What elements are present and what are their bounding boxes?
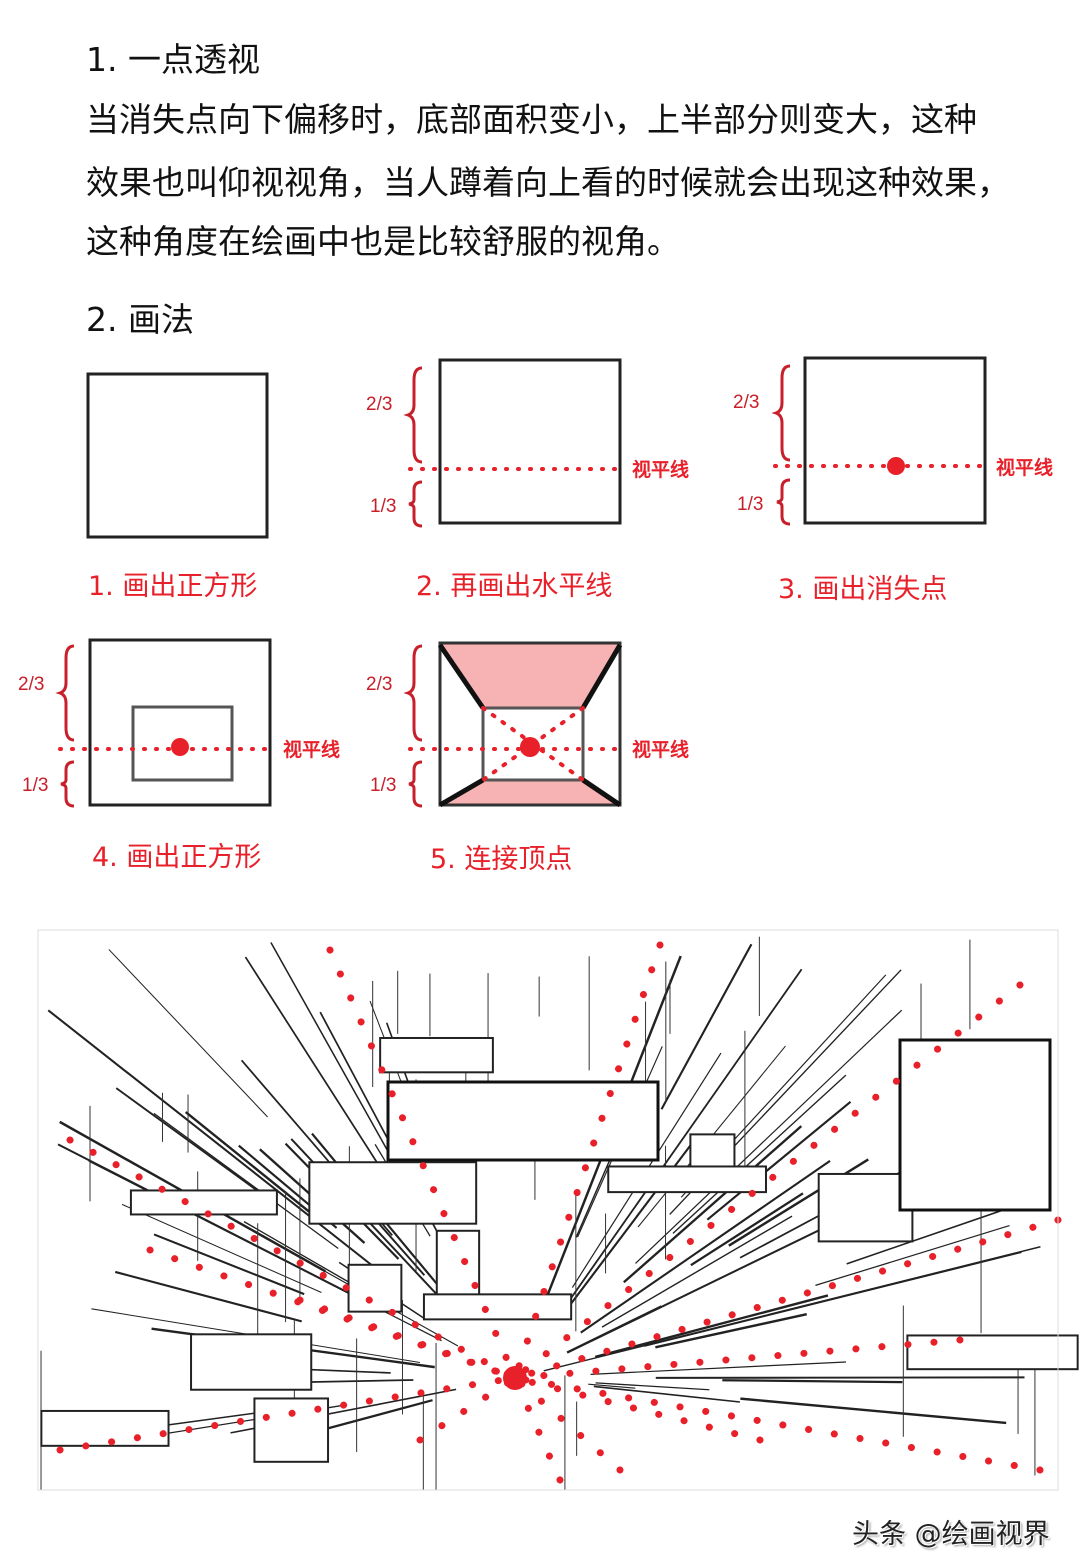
ratio-top: 2/3 [18,674,44,695]
perspective-guide-line [511,981,1024,1382]
shop-sign [308,1161,478,1225]
perspective-guide-line [511,1374,564,1484]
brace-top [771,364,791,462]
horizon-label: 视平线 [632,738,689,761]
billboard [898,1038,1052,1212]
shop-sign [607,1165,767,1194]
shop-sign [190,1333,313,1391]
vanishing-point [503,1366,527,1390]
perspective-guide-line [56,1374,519,1454]
brace-bottom [60,760,75,808]
heading-method: 2. 画法 [86,300,194,339]
building-edge [243,1221,355,1286]
brace-top [55,644,75,742]
perspective-guide-line [511,1374,764,1444]
building-edge [47,1009,378,1270]
building-edge [270,942,397,1166]
brace-bottom [776,478,791,526]
building-edge [740,1397,1007,1425]
ratio-top: 2/3 [733,392,759,413]
ratio-top: 2/3 [366,394,392,415]
ratio-bottom: 1/3 [370,496,396,517]
shop-sign [129,1189,278,1216]
building-edge [561,968,803,1312]
brace-bottom [408,760,423,808]
building-edge [153,1112,339,1249]
horizon-label: 视平线 [996,456,1053,479]
building-edge [580,1160,831,1334]
building-edge [114,1270,302,1323]
building-edge [590,1361,847,1375]
building-edge [566,1305,662,1354]
panel-2 [438,358,622,525]
building-edge [594,1294,829,1358]
ratio-top: 2/3 [366,674,392,695]
perspective-guide-line [326,946,519,1382]
brace-top [403,366,423,464]
ratio-bottom: 1/3 [737,494,763,515]
shop-sign [906,1334,1079,1371]
building-edge [57,1143,374,1307]
building-edge [815,1224,1010,1287]
shop-sign [347,1263,403,1313]
building-edge [153,1233,305,1296]
building-edge [229,1217,459,1347]
building-edge [184,1111,315,1217]
step-caption-5: 5. 连接顶点 [430,844,573,875]
building-edge [672,1074,847,1234]
watermark: 头条 @绘画视界 [852,1519,1050,1550]
body-line-2: 效果也叫仰视视角，当人蹲着向上看的时候就会出现这种效果， [86,163,1010,202]
building-edge [570,1134,700,1304]
body-line-3: 这种角度在绘画中也是比较舒服的视角。 [86,222,680,261]
step-caption-3: 3. 画出消失点 [778,574,948,605]
building-edge [623,1125,803,1284]
building-edge [244,956,379,1164]
building-edge [655,1313,807,1349]
building-edge [601,1215,793,1328]
step-caption-2: 2. 再画出水平线 [416,571,613,602]
building-edge [588,1383,636,1389]
building-edge [635,1009,903,1264]
panel-4 [88,638,272,807]
building-edge [722,1379,903,1384]
step-caption-1: 1. 画出正方形 [88,571,258,602]
building-edge [660,943,753,1110]
building-edge [768,1246,1041,1316]
perspective-guide-line [511,1216,1062,1382]
square-panel-1 [86,372,269,539]
shop-sign [40,1409,170,1447]
illustration-frame [37,929,1059,1491]
building-edge [595,1382,710,1391]
shop-sign [817,1172,914,1243]
perspective-guide-line [511,1374,1044,1474]
body-line-1: 当消失点向下偏移时，底部面积变小，上半部分则变大，这种 [86,100,977,139]
horizon-label: 视平线 [283,738,340,761]
building-edge [706,1100,852,1221]
step-caption-4: 4. 画出正方形 [92,842,262,873]
diagrams: 2/3 1/3 2/3 1/3 2/3 1/3 2/3 1/3 视平线 视平线 … [18,356,1053,808]
perspective-guide-line [511,941,664,1382]
brace-bottom [408,480,423,528]
perspective-guide-line [511,1374,624,1474]
perspective-guide-line [66,1136,519,1382]
ratio-bottom: 1/3 [22,775,48,796]
building-edge [108,949,268,1118]
building-edge [115,1087,263,1195]
building-edge [593,1385,740,1403]
panel-5 [437,641,623,808]
shop-sign [386,1080,660,1162]
ratio-bottom: 1/3 [370,775,396,796]
building-edge [690,1192,804,1267]
horizon-label: 视平线 [632,458,689,481]
heading-one-point-perspective: 1. 一点透视 [86,40,260,79]
shop-sign [422,1293,573,1321]
brace-top [403,644,423,742]
building-edge [121,1203,322,1293]
perspective-guide-line [416,1374,519,1444]
shop-sign [379,1036,494,1074]
